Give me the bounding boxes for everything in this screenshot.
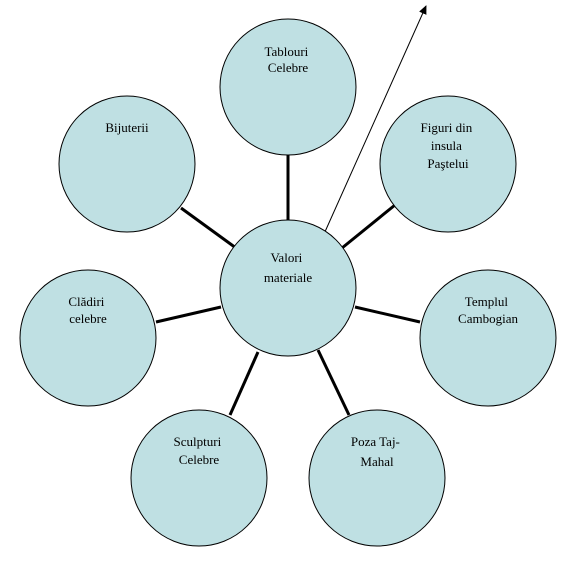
- node-label: Poza Taj- Mahal: [351, 434, 403, 469]
- label-line: Celebre: [179, 452, 220, 467]
- label-line: Bijuterii: [105, 120, 149, 135]
- spoke-poza-taj-mahal: [316, 349, 351, 416]
- node-sculpturi-celebre: Sculpturi Celebre: [130, 409, 268, 547]
- label-line: Clădiri: [68, 294, 104, 309]
- label-line: Figuri din: [421, 120, 473, 135]
- node-bijuterii: Bijuterii: [58, 95, 196, 233]
- label-line: materiale: [264, 270, 313, 285]
- label-line: insula: [431, 138, 462, 153]
- node-cladiri-celebre: Clădiri celebre: [19, 269, 157, 407]
- node-label: Templul Cambogian: [458, 294, 518, 326]
- node-circle: [130, 409, 268, 547]
- spokes: [155, 155, 421, 416]
- node-circle: [19, 269, 157, 407]
- spoke-cladiri-celebre: [155, 305, 222, 324]
- label-line: Valori: [270, 250, 302, 265]
- spoke-sculpturi-celebre: [228, 351, 260, 416]
- center-circle: [219, 219, 357, 357]
- label-line: Templul: [465, 294, 509, 309]
- node-label: Sculpturi Celebre: [174, 434, 225, 467]
- node-templul-cambogian: Templul Cambogian: [419, 269, 557, 407]
- label-line: Tablouri: [264, 44, 308, 59]
- label-line: Poza Taj-: [351, 434, 400, 449]
- node-figuri-insula-pastelui: Figuri din insula Paştelui: [379, 95, 517, 233]
- node-tablouri-celebre: Tablouri Celebre: [219, 18, 357, 156]
- node-circle: [379, 95, 517, 233]
- node-circle: [419, 269, 557, 407]
- label-line: Sculpturi: [174, 434, 222, 449]
- center-label: Valori materiale: [264, 250, 313, 285]
- node-circle: [308, 409, 446, 547]
- node-circle: [219, 18, 357, 156]
- arrow: [323, 5, 427, 235]
- label-line: Paştelui: [427, 156, 469, 171]
- center-node: Valori materiale: [219, 219, 357, 357]
- node-label: Tablouri Celebre: [264, 44, 311, 75]
- label-line: Celebre: [268, 60, 309, 75]
- node-label: Figuri din insula Paştelui: [421, 120, 476, 171]
- spoke-bijuterii: [180, 206, 237, 250]
- node-label: Bijuterii: [105, 120, 149, 135]
- spoke-figuri-insula-pastelui: [341, 203, 396, 250]
- node-poza-taj-mahal: Poza Taj- Mahal: [308, 409, 446, 547]
- label-line: celebre: [69, 311, 107, 326]
- label-line: Cambogian: [458, 311, 518, 326]
- label-line: Mahal: [360, 454, 394, 469]
- spoke-templul-cambogian: [354, 305, 421, 324]
- node-label: Clădiri celebre: [68, 294, 107, 326]
- node-circle: [58, 95, 196, 233]
